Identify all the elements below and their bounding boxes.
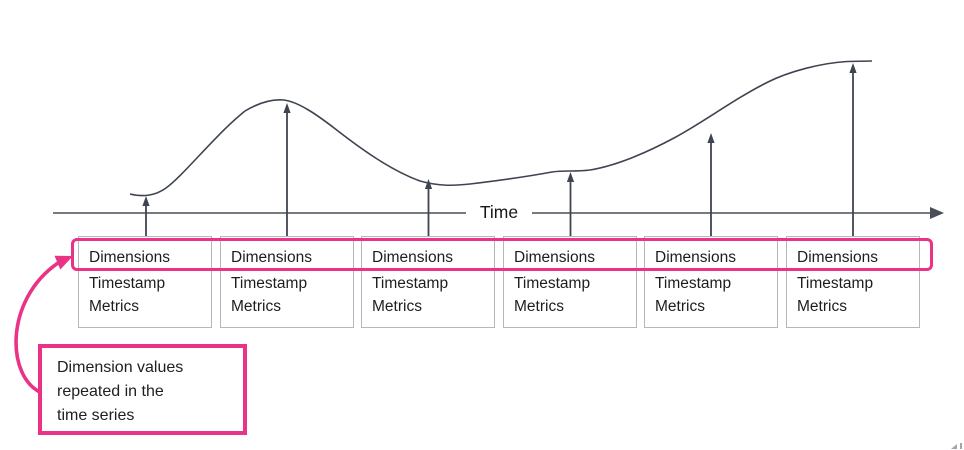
record-dimensions-label: Dimensions [231,249,312,266]
record-timestamp-label: Timestamp [372,275,449,292]
record-metrics-label: Metrics [372,298,422,315]
record-box-5: Dimensions Timestamp Metrics [644,236,778,328]
record-metrics-label: Metrics [797,298,847,315]
record-timestamp-label: Timestamp [89,275,166,292]
dimensions-highlight-band [71,238,933,271]
record-box-2: Dimensions Timestamp Metrics [220,236,354,328]
record-box-1: Dimensions Timestamp Metrics [78,236,212,328]
time-axis [53,207,944,219]
record-box-4: Dimensions Timestamp Metrics [503,236,637,328]
sample-arrow-5 [707,133,715,237]
record-metrics-label: Metrics [655,298,705,315]
sample-arrow-4 [566,172,575,237]
up-arrowhead-icon [142,196,150,206]
up-arrowhead-icon [849,63,857,73]
up-arrowhead-icon [566,172,575,182]
annotation-line-2: repeated in the [57,383,164,400]
record-dimensions-label: Dimensions [797,249,878,266]
up-arrowhead-icon [707,133,715,143]
sample-arrows [142,63,857,237]
record-metrics-label: Metrics [89,298,139,315]
annotation-callout: Dimension values repeated in the time se… [38,344,247,435]
annotation-line-1: Dimension values [57,359,184,376]
pink-arrowhead-icon [54,255,73,270]
time-series-curve [129,60,873,197]
sample-arrow-2 [283,103,291,237]
record-timestamp-label: Timestamp [655,275,732,292]
up-arrowhead-icon [424,179,433,189]
sample-arrow-6 [849,63,857,237]
up-arrowhead-icon [283,103,291,113]
axis-label-time: Time [466,202,532,222]
record-box-3: Dimensions Timestamp Metrics [361,236,495,328]
annotation-line-3: time series [57,407,135,424]
record-timestamp-label: Timestamp [797,275,874,292]
record-dimensions-label: Dimensions [372,249,453,266]
record-timestamp-label: Timestamp [231,275,308,292]
record-dimensions-label: Dimensions [89,249,170,266]
annotation-connector-curve [14,261,60,395]
sample-arrow-3 [424,179,433,237]
record-metrics-label: Metrics [231,298,281,315]
record-timestamp-label: Timestamp [514,275,591,292]
record-metrics-label: Metrics [514,298,564,315]
time-axis-arrowhead-icon [930,207,944,219]
record-box-6: Dimensions Timestamp Metrics [786,236,920,328]
sample-arrow-1 [142,196,150,237]
corner-artifact-mark [951,443,962,449]
record-dimensions-label: Dimensions [514,249,595,266]
record-dimensions-label: Dimensions [655,249,736,266]
annotation-connector-arrow [14,255,73,395]
